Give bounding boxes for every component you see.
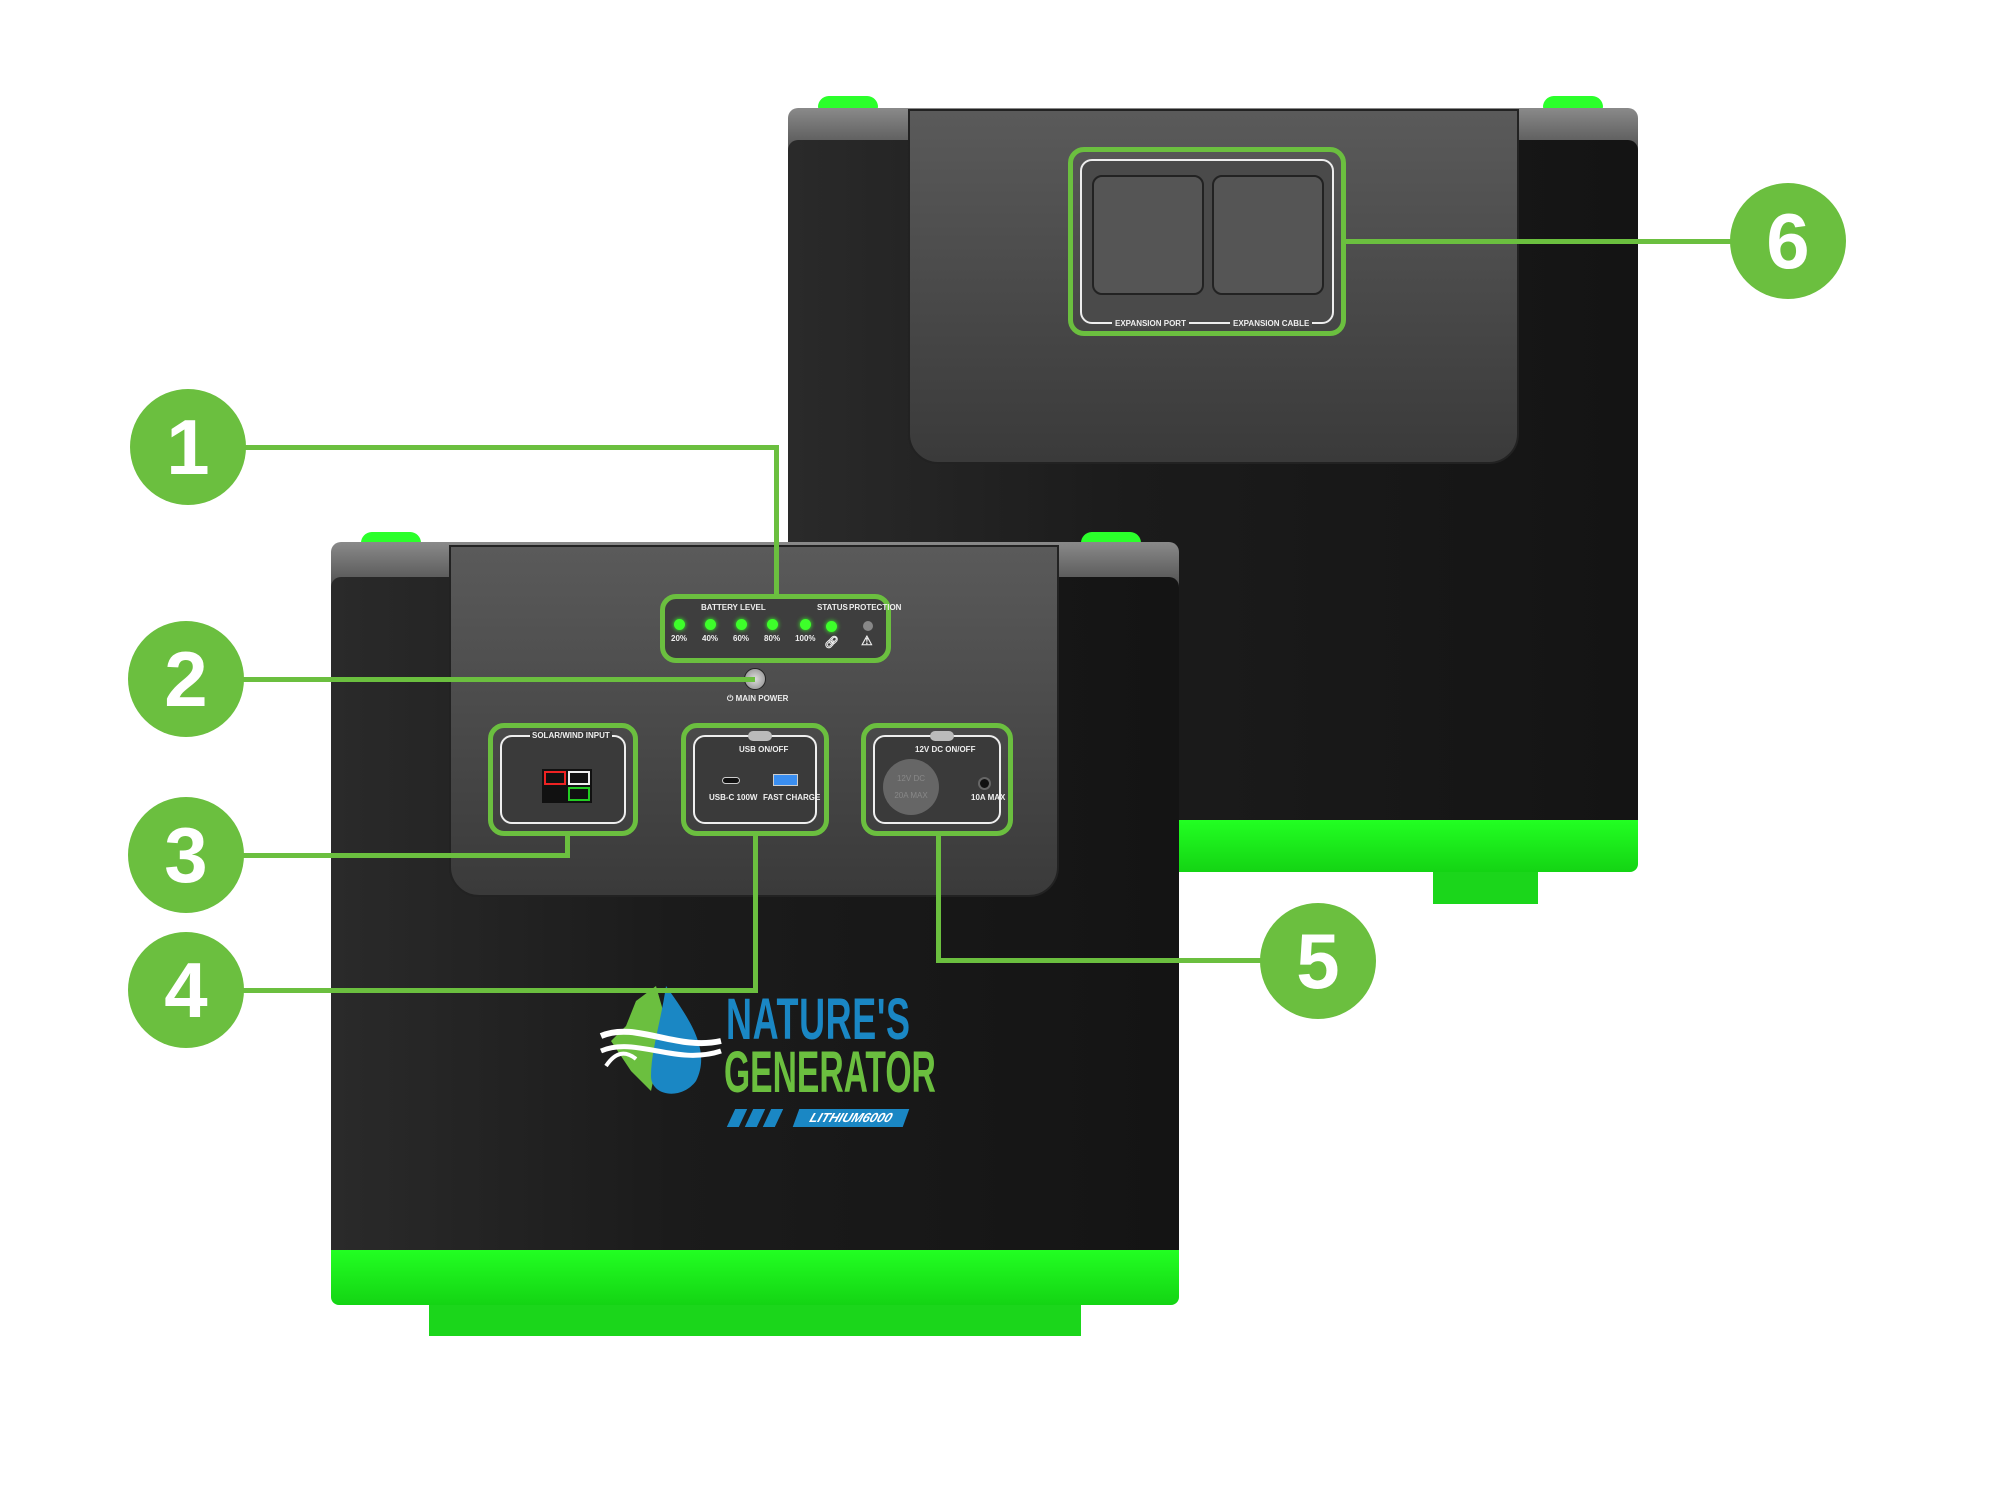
dc-toggle-button[interactable] bbox=[930, 731, 954, 741]
callout-line-6 bbox=[1346, 239, 1736, 244]
level-label: 20% bbox=[671, 634, 688, 643]
level-label: 80% bbox=[764, 634, 781, 643]
solar-input-box: SOLAR/WIND INPUT bbox=[488, 723, 638, 836]
cap-text: 12V DC bbox=[896, 774, 925, 783]
level-label: 60% bbox=[733, 634, 750, 643]
stripes bbox=[726, 1109, 784, 1127]
status-label: STATUS bbox=[817, 603, 848, 612]
brand-logo: NATURE'S GENERATOR LITHIUM6000 bbox=[596, 981, 936, 1131]
battery-level-label: BATTERY LEVEL bbox=[701, 603, 766, 612]
power-icon: ⏻ bbox=[727, 694, 736, 703]
solar-input-label: SOLAR/WIND INPUT bbox=[530, 731, 612, 740]
model-badge: LITHIUM6000 bbox=[792, 1109, 910, 1127]
foot bbox=[1433, 872, 1538, 904]
anderson-connector[interactable] bbox=[542, 769, 592, 803]
usb-onoff-label: USB ON/OFF bbox=[739, 745, 789, 754]
callout-line-5 bbox=[936, 836, 941, 963]
battery-led-100 bbox=[799, 619, 811, 630]
green-base bbox=[331, 1250, 1179, 1305]
usb-ports-box: USB ON/OFF USB-C 100W FAST CHARGE bbox=[681, 723, 829, 836]
expansion-cable-label: EXPANSION CABLE bbox=[1230, 319, 1313, 328]
expansion-ports-box[interactable]: EXPANSION PORT EXPANSION CABLE bbox=[1068, 147, 1346, 336]
callout-4: 4 bbox=[128, 932, 244, 1048]
dc-ports-box: 12V DC ON/OFF 12V DC 20A MAX 10A MAX bbox=[861, 723, 1013, 836]
cigarette-socket-cap[interactable]: 12V DC 20A MAX bbox=[883, 759, 939, 815]
usb-c-port[interactable] bbox=[722, 777, 740, 784]
callout-5: 5 bbox=[1260, 903, 1376, 1019]
callout-line-5 bbox=[936, 958, 1266, 963]
corner-bump bbox=[1543, 96, 1603, 110]
battery-led-80 bbox=[766, 619, 778, 630]
protection-label: PROTECTION bbox=[849, 603, 902, 612]
battery-led-60 bbox=[735, 619, 747, 630]
level-label: 100% bbox=[795, 634, 816, 643]
fast-charge-label: FAST CHARGE bbox=[763, 793, 821, 802]
dc-jack[interactable] bbox=[978, 777, 991, 790]
usb-a-port[interactable] bbox=[773, 774, 798, 786]
usb-toggle-button[interactable] bbox=[748, 731, 772, 741]
corner-bump bbox=[818, 96, 878, 110]
link-icon: 🔗︎ bbox=[824, 635, 840, 649]
brand-name-line1: NATURE'S bbox=[726, 987, 911, 1052]
usb-c-label: USB-C 100W bbox=[709, 793, 758, 802]
callout-line-1 bbox=[240, 445, 779, 450]
callout-6: 6 bbox=[1730, 183, 1846, 299]
main-power-label: ⏻ MAIN POWER bbox=[727, 694, 789, 703]
expansion-port-label: EXPANSION PORT bbox=[1112, 319, 1189, 328]
callout-line-4 bbox=[753, 836, 758, 993]
callout-line-1 bbox=[774, 445, 779, 597]
expansion-port-cover[interactable] bbox=[1092, 175, 1204, 295]
battery-led-40 bbox=[704, 619, 716, 630]
brand-name-line2: GENERATOR bbox=[724, 1040, 936, 1105]
dc-onoff-label: 12V DC ON/OFF bbox=[915, 745, 976, 754]
battery-status-display: BATTERY LEVEL 20% 40% 60% 80% 100% STATU… bbox=[660, 594, 901, 663]
status-led bbox=[826, 621, 837, 632]
dc-jack-label: 10A MAX bbox=[971, 793, 1006, 802]
leaf-drop-logo-icon bbox=[599, 986, 722, 1094]
callout-3: 3 bbox=[128, 797, 244, 913]
warning-icon: ⚠ bbox=[861, 633, 873, 648]
callout-1: 1 bbox=[130, 389, 246, 505]
foot bbox=[429, 1305, 1081, 1336]
callout-line-4 bbox=[240, 988, 758, 993]
callout-2: 2 bbox=[128, 621, 244, 737]
level-label: 40% bbox=[702, 634, 719, 643]
callout-line-3 bbox=[240, 853, 570, 858]
callout-line-2 bbox=[240, 677, 755, 682]
cap-text: 20A MAX bbox=[894, 791, 928, 800]
expansion-cable-cover[interactable] bbox=[1212, 175, 1324, 295]
protection-led bbox=[863, 621, 873, 631]
callout-line-3 bbox=[565, 836, 570, 858]
battery-led-20 bbox=[673, 619, 685, 630]
